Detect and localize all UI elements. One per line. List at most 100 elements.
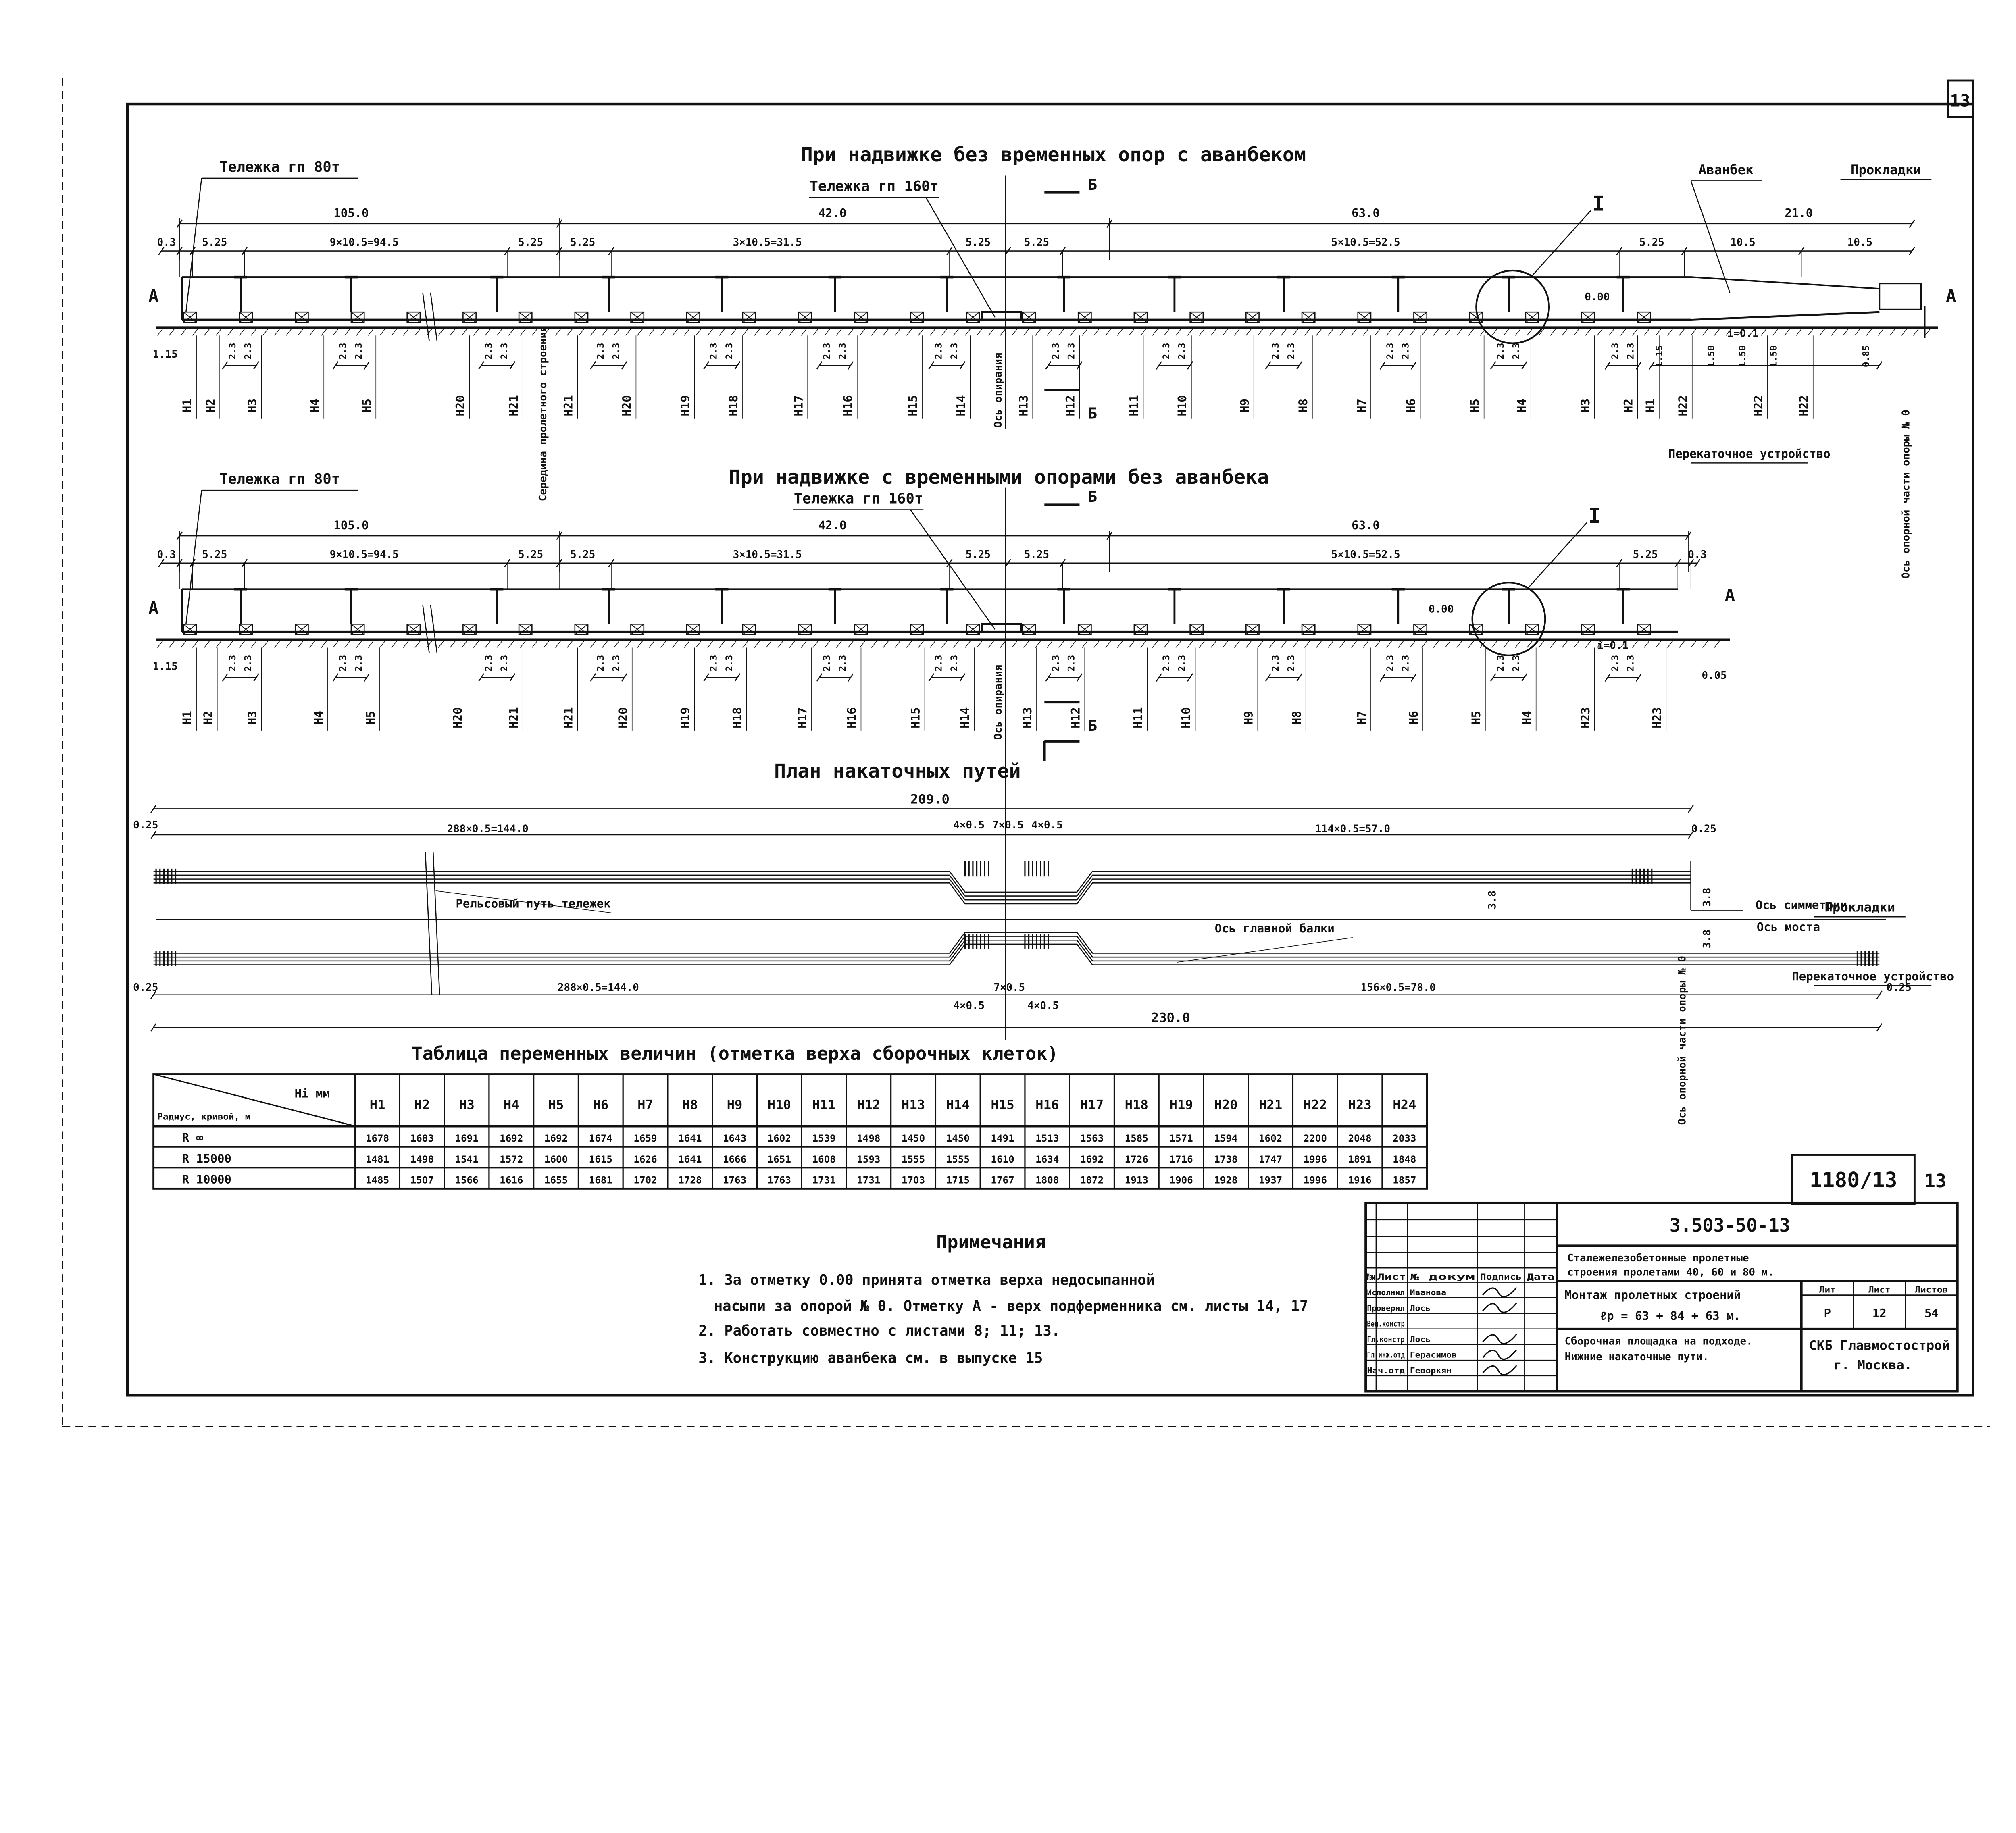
ground-hatch — [555, 329, 561, 336]
plan-bottom-dimension-label: 4×0.5 — [953, 1000, 985, 1012]
signer-role: Гл.инж.отд — [1367, 1350, 1405, 1360]
table-column-header: H18 — [1125, 1097, 1148, 1113]
ground-hatch — [543, 329, 549, 336]
ground-hatch — [1047, 641, 1053, 648]
ground-hatch — [941, 641, 948, 648]
table-column-header: H13 — [902, 1097, 925, 1113]
signer-name: Лось — [1410, 1335, 1431, 1344]
signer-role: Нач.отд — [1367, 1366, 1405, 1375]
ground-hatch — [1093, 329, 1100, 336]
table-cell-value: 1594 — [1214, 1133, 1237, 1144]
ground-hatch — [1047, 329, 1053, 336]
assembly-crib — [1525, 624, 1539, 635]
crib-cross — [1190, 624, 1204, 635]
dimension-label: 10.5 — [1731, 237, 1756, 249]
ground-hatch — [1058, 329, 1064, 336]
table-cell-value: 1996 — [1304, 1174, 1327, 1186]
ground-hatch — [192, 329, 198, 336]
table-cell-value: 1571 — [1169, 1133, 1193, 1144]
ground-hatch — [1749, 329, 1755, 336]
dim-tick — [478, 673, 485, 682]
crib-cross — [1469, 312, 1483, 323]
dimension-label: 0.3 — [1688, 549, 1707, 561]
signature — [1482, 1287, 1517, 1298]
dimension-label: 0.3 — [157, 237, 176, 249]
overall-dimension-label: 63.0 — [1352, 206, 1380, 220]
ground-hatch — [836, 641, 842, 648]
avanbek-top-chord — [1691, 276, 1880, 290]
assembly-crib — [798, 311, 812, 323]
table-cell-value: 1563 — [1080, 1133, 1104, 1144]
dim-tick — [1876, 990, 1883, 999]
h-point-label: H9 — [1238, 399, 1252, 413]
ground-hatch — [1550, 641, 1556, 648]
assembly-crib — [910, 624, 924, 635]
signer-role: Проверил — [1367, 1304, 1405, 1313]
h-point-label: H2 — [204, 399, 217, 413]
plan-top-dimension-label: 288×0.5=144.0 — [447, 823, 529, 835]
table-cell-value: 1608 — [812, 1154, 835, 1165]
overall-dimension-label: 42.0 — [818, 518, 847, 532]
dim-tick — [1265, 673, 1271, 682]
crib-cross — [686, 312, 700, 323]
ground-hatch — [1597, 329, 1603, 336]
crib-cross — [1637, 312, 1651, 323]
ground-hatch — [1503, 329, 1509, 336]
ground-hatch — [964, 329, 971, 336]
notes-title: Примечания — [936, 1232, 1046, 1253]
assembly-crib — [406, 311, 421, 323]
ground-hatch — [731, 329, 737, 336]
symmetry-axis-label: Ось симметрии — [1756, 898, 1847, 912]
ground-hatch — [766, 641, 772, 648]
spacing-label: 2.3 — [1610, 655, 1620, 672]
ground-hatch — [566, 329, 573, 336]
ground-hatch — [508, 329, 514, 336]
ground-hatch — [1503, 641, 1509, 648]
table-column-header: H12 — [857, 1097, 880, 1113]
spacing-label: 2.3 — [354, 343, 364, 360]
support-axis-label: Ось опорной части опоры № 0 — [1900, 410, 1912, 578]
ground-hatch — [883, 329, 889, 336]
rail-track-label: Рельсовый путь тележек — [456, 897, 610, 911]
ground-hatch — [859, 329, 865, 336]
bottom-rail-track — [153, 943, 1880, 965]
overall-dimension-label: 42.0 — [818, 206, 847, 220]
ground-hatch — [356, 329, 362, 336]
ground-hatch — [1819, 329, 1825, 336]
spacing-label: 2.3 — [611, 655, 621, 672]
ground-hatch — [379, 641, 385, 648]
ground-hatch — [719, 641, 725, 648]
assembly-crib — [1245, 311, 1260, 323]
ground-hatch — [520, 329, 526, 336]
h-point-label: H19 — [679, 707, 692, 728]
ground-hatch — [1679, 641, 1685, 648]
ground-hatch — [1035, 641, 1041, 648]
table-row-radius: R 15000 — [182, 1152, 231, 1165]
spacing-label: 2.3 — [499, 655, 510, 672]
ground-hatch — [1655, 641, 1661, 648]
ground-hatch — [1187, 329, 1193, 336]
ground-hatch — [309, 641, 315, 648]
ground-hatch — [1363, 641, 1369, 648]
ground-hatch — [672, 641, 678, 648]
ground-hatch — [520, 641, 526, 648]
ground-hatch — [801, 641, 807, 648]
signer-role: Гл.констр — [1367, 1335, 1405, 1344]
section-mark-a: А — [1725, 585, 1735, 605]
ground-hatch — [906, 641, 912, 648]
detail-callout-circle — [1475, 269, 1550, 344]
table-cell-value: 1602 — [768, 1133, 791, 1144]
h-point-label: H4 — [1515, 399, 1529, 413]
top-rail-track — [153, 874, 1691, 897]
crib-cross — [854, 624, 868, 635]
spacing-label: 2.3 — [933, 655, 944, 672]
ground-hatch — [391, 641, 397, 648]
assembly-crib — [294, 311, 309, 323]
document-code: 3.503-50-13 — [1670, 1215, 1790, 1236]
assembly-crib — [1581, 624, 1595, 635]
spacing-label: 2.3 — [1610, 343, 1620, 360]
ground-hatch — [262, 641, 269, 648]
ground-hatch — [1023, 641, 1029, 648]
h-point-label: H2 — [201, 711, 215, 725]
ground-hatch — [953, 641, 959, 648]
